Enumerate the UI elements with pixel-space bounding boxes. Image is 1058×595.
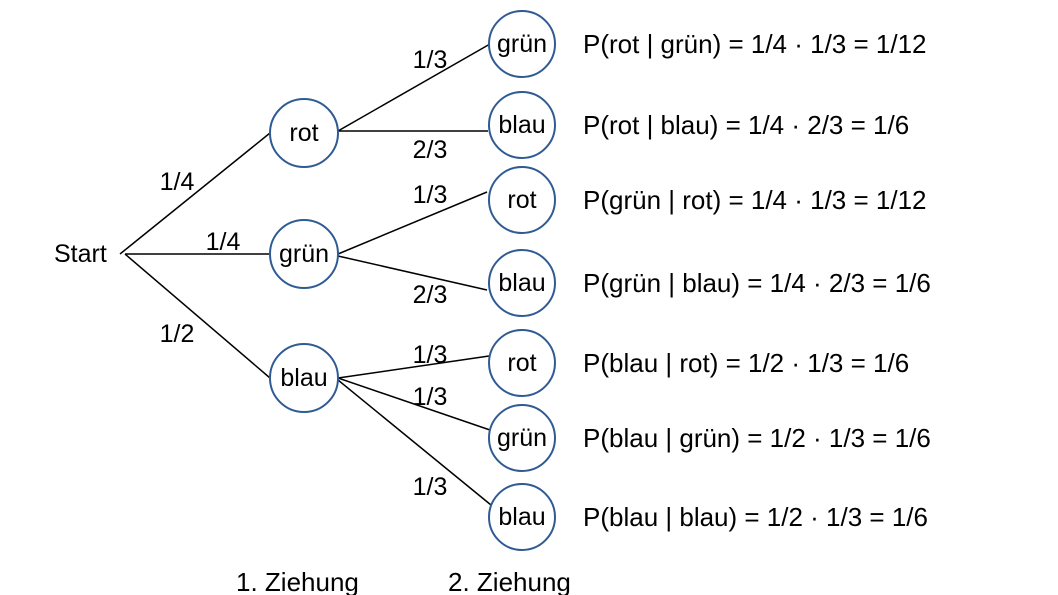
edge-blau-to-grün [337, 377, 491, 431]
edge-blau-to-blau [337, 379, 492, 506]
node-label: grün [497, 424, 547, 452]
prob-label-rot-grün: 1/3 [413, 46, 448, 74]
stage-label-second-draw: 2. Ziehung [448, 567, 571, 595]
prob-label-blau-grün: 1/3 [413, 383, 448, 411]
outcome-formulas: P(rot | grün) = 1/4 · 1/3 = 1/12P(rot | … [583, 29, 931, 532]
tree-edges [119, 43, 492, 506]
node-circle [488, 10, 556, 78]
formula-grün-blau: P(grün | blau) = 1/4 · 2/3 = 1/6 [583, 268, 931, 298]
node-level2-grün-blau: blau [488, 249, 556, 317]
stage-label-first-draw: 1. Ziehung [236, 567, 359, 595]
node-level2-blau-blau: blau [488, 483, 556, 551]
prob-label-blau-rot: 1/3 [413, 341, 448, 369]
node-level1-rot: rot [269, 98, 339, 168]
node-circle [488, 329, 556, 397]
prob-label-grün-blau: 2/3 [413, 281, 448, 309]
prob-label-rot: 1/4 [160, 168, 195, 196]
prob-label-rot-blau: 2/3 [413, 136, 448, 164]
node-label: rot [507, 349, 536, 377]
formula-blau-blau: P(blau | blau) = 1/2 · 1/3 = 1/6 [583, 502, 928, 532]
node-level2-rot-grün: grün [488, 10, 556, 78]
node-circle [269, 98, 339, 168]
edge-rot-to-grün [337, 43, 491, 132]
node-label: rot [289, 119, 318, 147]
prob-label-grün-rot: 1/3 [413, 181, 448, 209]
node-circle [488, 404, 556, 472]
node-level1-grün: grün [269, 219, 339, 289]
formula-blau-grün: P(blau | grün) = 1/2 · 1/3 = 1/6 [583, 423, 931, 453]
node-label: blau [498, 503, 545, 531]
node-label: grün [497, 30, 547, 58]
prob-label-blau-blau: 1/3 [413, 473, 448, 501]
node-circle [488, 91, 556, 159]
node-label: rot [507, 186, 536, 214]
node-level2-rot-blau: blau [488, 91, 556, 159]
node-label: blau [280, 364, 327, 392]
edge-start-to-blau [124, 253, 271, 379]
edge-start-to-rot [119, 132, 271, 255]
node-circle [488, 483, 556, 551]
edge-grün-to-rot [337, 191, 488, 255]
branch-probability-labels: 1/4 1/4 1/2 1/3 2/3 1/3 2/3 1/3 1/3 1/3 [160, 46, 448, 501]
node-circle [269, 343, 339, 413]
node-level2-blau-rot: rot [488, 329, 556, 397]
edge-grün-to-blau [337, 255, 488, 291]
formula-rot-grün: P(rot | grün) = 1/4 · 1/3 = 1/12 [583, 29, 927, 59]
node-level2-blau-grün: grün [488, 404, 556, 472]
node-level1-blau: blau [269, 343, 339, 413]
prob-label-grün: 1/4 [206, 228, 241, 256]
start-label: Start [54, 240, 107, 268]
formula-rot-blau: P(rot | blau) = 1/4 · 2/3 = 1/6 [583, 110, 909, 140]
node-label: grün [279, 240, 329, 268]
node-circle [488, 166, 556, 234]
node-circle [269, 219, 339, 289]
tree-nodes: rot grün blau grün blau rot blau rot grün blau [269, 10, 556, 551]
formula-grün-rot: P(grün | rot) = 1/4 · 1/3 = 1/12 [583, 185, 927, 215]
prob-label-blau: 1/2 [160, 320, 195, 348]
node-label: blau [498, 269, 545, 297]
edge-blau-to-rot [337, 355, 490, 379]
formula-blau-rot: P(blau | rot) = 1/2 · 1/3 = 1/6 [583, 348, 909, 378]
node-label: blau [498, 111, 545, 139]
node-level2-grün-rot: rot [488, 166, 556, 234]
node-circle [488, 249, 556, 317]
